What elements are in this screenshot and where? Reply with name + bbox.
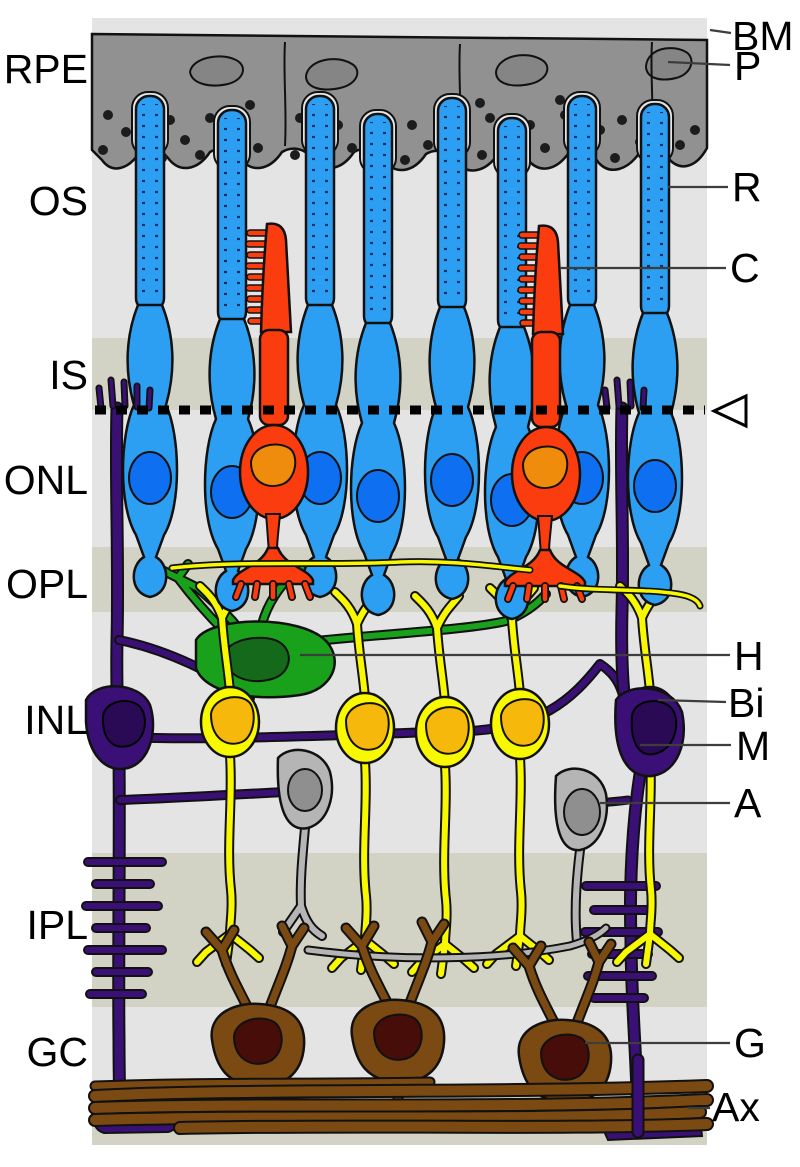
- layer-label-opl: OPL: [5, 561, 88, 607]
- structure-label-a: A: [734, 780, 762, 826]
- structure-label-r: R: [732, 164, 762, 210]
- structure-label-c: C: [730, 245, 760, 291]
- layer-label-rpe: RPE: [3, 46, 88, 92]
- layer-label-os: OS: [28, 178, 88, 224]
- layer-label-onl: ONL: [3, 457, 88, 503]
- structure-label-ax: Ax: [712, 1084, 760, 1130]
- structure-label-m: M: [736, 723, 771, 769]
- layer-label-inl: INL: [24, 697, 88, 743]
- structure-label-bi: Bi: [728, 680, 765, 726]
- leader-lines: [300, 28, 732, 1110]
- rpe-nuclei: [188, 47, 693, 91]
- structure-label-p: P: [734, 43, 762, 89]
- layer-label-is: IS: [49, 352, 88, 398]
- layer-label-gc: GC: [26, 1029, 89, 1075]
- amacrine-cells: [276, 748, 607, 958]
- layer-label-ipl: IPL: [26, 902, 88, 948]
- muller-cell-somata: [84, 685, 685, 778]
- outer-limiting-membrane: [95, 380, 705, 415]
- structure-label-g: G: [734, 1020, 766, 1066]
- olm-triangle-marker: [710, 393, 748, 429]
- structure-label-bm: BM: [732, 13, 794, 59]
- rpe-cells: [90, 32, 709, 172]
- structure-label-h: H: [734, 633, 764, 679]
